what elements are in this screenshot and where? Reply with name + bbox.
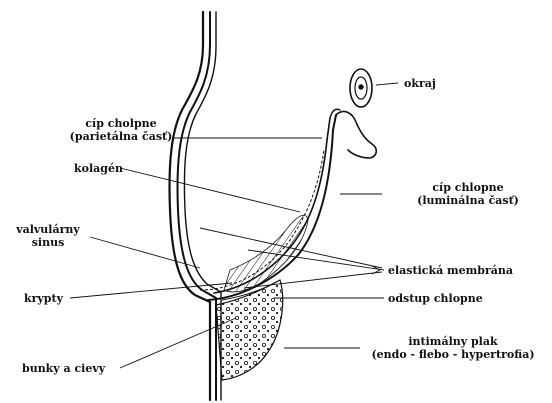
label-valvularny-line1: valvulárny [4,223,92,236]
label-intimalny-plak: intimálny plak (endo - flebo - hypertrof… [360,335,546,361]
label-kolagen: kolagén [74,162,123,175]
label-cip-luminalna-line1: cíp chlopne [398,181,538,194]
label-valvularny-sinus: valvulárny sinus [4,223,92,249]
label-cip-luminalna: cíp chlopne (luminálna časť) [398,181,538,207]
label-cip-luminalna-line2: (luminálna časť) [398,194,538,207]
label-krypty: krypty [24,292,63,305]
label-intimalny-line2: (endo - flebo - hypertrofia) [360,348,546,361]
label-cip-parietalna-line2: (parietálna časť) [60,130,182,143]
label-okraj: okraj [404,77,436,90]
label-bunky-a-cievy: bunky a cievy [22,362,105,375]
label-cip-parietalna-line1: cíp cholpne [60,117,182,130]
label-intimalny-line1: intimálny plak [360,335,546,348]
label-cip-parietalna: cíp cholpne (parietálna časť) [60,117,182,143]
label-elasticka-membrana: elastická membrána [388,264,513,277]
label-odstup-chlopne: odstup chlopne [388,292,483,305]
vessel-wall [170,12,222,400]
intimal-plaque [216,280,283,380]
free-edge-detail [350,69,372,107]
label-valvularny-line2: sinus [4,236,92,249]
